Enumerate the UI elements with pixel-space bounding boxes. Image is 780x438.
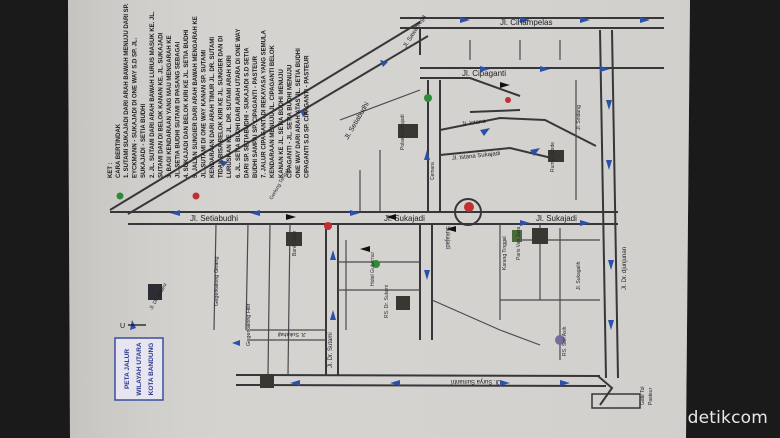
key-notes: KET : CARA BERTINDAK	[108, 123, 122, 178]
label-karang-tinggal: Karang Tinggal	[502, 236, 508, 270]
legend-box: PETA JALUR WILAYAH UTARA KOTA BANDUNG	[114, 337, 164, 401]
legend-line1: PETA JALUR	[124, 349, 131, 389]
place-labels: Hotel Gubernur RS. Dr. Sutami Bank Jabar…	[292, 114, 568, 356]
key-item: 5. JALAN SUNGIER DARI ARAH BAWAH MENGARA…	[193, 16, 199, 178]
label-sindang: Jl. Sindang	[576, 105, 582, 130]
label-cihampelas: Jl. Cihampelas	[500, 18, 552, 27]
key-item: LURUSKAN KE JL. DR. SUTAMI ARAH KIRI	[227, 55, 233, 178]
label-sukahaji: Jl. Sukahaji	[278, 331, 306, 337]
label-rs-sutami: RS. Dr. Sutami	[384, 285, 390, 318]
key-title: KET :	[108, 162, 114, 178]
label-hotel: Hotel Gubernur	[370, 251, 376, 286]
watermark-logo: detikcom	[688, 408, 768, 428]
key-cara-bertindak: CARA BERTINDAK	[116, 123, 122, 178]
black-arrows	[286, 82, 510, 252]
key-item: SUKAJADI - SETIA BUDHI	[141, 104, 147, 178]
watermark-text: detik	[687, 408, 732, 428]
key-item: 2. JL. SUTAMI DARI ARAH BAWAH LURUS MASU…	[150, 11, 156, 178]
label-bank-jabar: Bank Jabar	[292, 230, 298, 256]
key-item: JL. SUTAMI DI ONE WAY KANAN SP. SUTAMI	[201, 50, 207, 178]
landmark-buildings	[116, 94, 565, 388]
key-item: KENDARAAN DARI ARAH TIMUR JL. DR. SUTAMI	[210, 37, 216, 178]
label-gegerkalong-hilir: Gegerkalong Hilir	[246, 303, 252, 346]
label-istana: Jl. Istana	[461, 119, 486, 128]
label-djunjunan: Jl. Dr. djunjunan	[622, 247, 628, 290]
label-gate-tol: Gate Tol	[640, 386, 646, 405]
label-polsek: Polsek Sukajadi	[400, 114, 406, 150]
label-pasteur: Pasteur	[648, 387, 654, 405]
label-sukajadi-mid: Jl. Sukajadi	[384, 214, 425, 223]
key-item: ONE WAY DARI ARAH ATAS JL. SETIA BUDHI	[296, 48, 302, 178]
key-item: 7. JALUR CIPAGANTI DI REKAYASA YANG SEMU…	[262, 29, 268, 178]
key-item: 3. BAGI KENDARAAN YANG MAU MENGARAH KE	[167, 35, 173, 178]
key-items: 1. SUTAMI SUKAJADI DARI ARAH BAWAH MENUJ…	[124, 3, 311, 178]
label-dr-sutami: Jl. Dr. Sutami	[328, 332, 334, 368]
key-item: 4. SUKAJADI DAN BELOK KIRI KE JL. SETIA …	[184, 29, 190, 178]
key-item: EYCKMANN - SUKAJADI DI ONE WAY S.D SP. J…	[133, 37, 139, 178]
svg-text:U: U	[120, 323, 125, 330]
watermark-suffix: com	[731, 408, 768, 428]
direction-arrows	[130, 17, 650, 386]
key-item: KENDARAAN MENUJU JL. CIPAGANTI BELOK	[270, 44, 276, 178]
label-cipaganti: Jl. Cipaganti	[462, 69, 506, 78]
key-item: CIPAGANTI S.D SP. CIPAGANTI - PASTEUR	[305, 55, 311, 178]
label-pvj: Paris Van Java	[516, 227, 522, 260]
key-item: CIPAGANTI - JL. SETIA BUDHI MENUJU	[287, 65, 293, 178]
key-item: KANAN KE JL. SETIA BUDHI MENUJU	[279, 69, 285, 178]
label-rumah-mode: Rumah Mode	[550, 142, 556, 172]
label-sukajadi-right: Jl. Sukajadi	[536, 214, 577, 223]
road-network	[109, 17, 664, 409]
label-surya-sumantri: Jl. Surya Sumantri	[451, 378, 500, 384]
label-setiabudhi-left: Jl. Setiabudhi	[190, 214, 238, 223]
paper-shade	[68, 0, 690, 438]
key-item: 1. SUTAMI SUKAJADI DARI ARAH BAWAH MENUJ…	[124, 3, 130, 178]
key-item: BUDHI SAMPAI SP. CIPAGANTI - PASTEUR	[253, 55, 259, 178]
key-item: TIDAK BISA BELOK KIRI KE JL. SUNGIER DAN…	[219, 36, 225, 178]
key-item: SUTAMI DAN DI BELOK KANAN KE. JL. SUKAJA…	[158, 32, 164, 178]
label-sukajadi-vertical: Sukajadi	[444, 226, 450, 249]
label-sukagalih: Jl. Sukagalih	[576, 261, 582, 290]
legend-line2: WILAYAH UTARA	[136, 342, 143, 396]
legend-line3: KOTA BANDUNG	[148, 343, 155, 396]
key-item: DARI SP. SETIABUDHI - SUKAJADI S.D SETIA	[244, 47, 250, 178]
label-gegerkalong-girang: Gegerkalong Girang	[214, 256, 220, 306]
label-istana-sukajadi: Jl. Istana Sukajadi	[452, 151, 501, 162]
key-item: JL. SETIA BUDHI SUTAMI DI PASANG SEBAGAI	[176, 41, 182, 178]
compass-icon: U	[120, 323, 146, 330]
label-cemara: Cemara	[430, 162, 436, 180]
key-item: 6. JL. SETIA BUDHI DARI ARAH UTARA DI ON…	[236, 29, 242, 178]
label-rs-sari: RS. Sari Asih	[562, 326, 568, 356]
